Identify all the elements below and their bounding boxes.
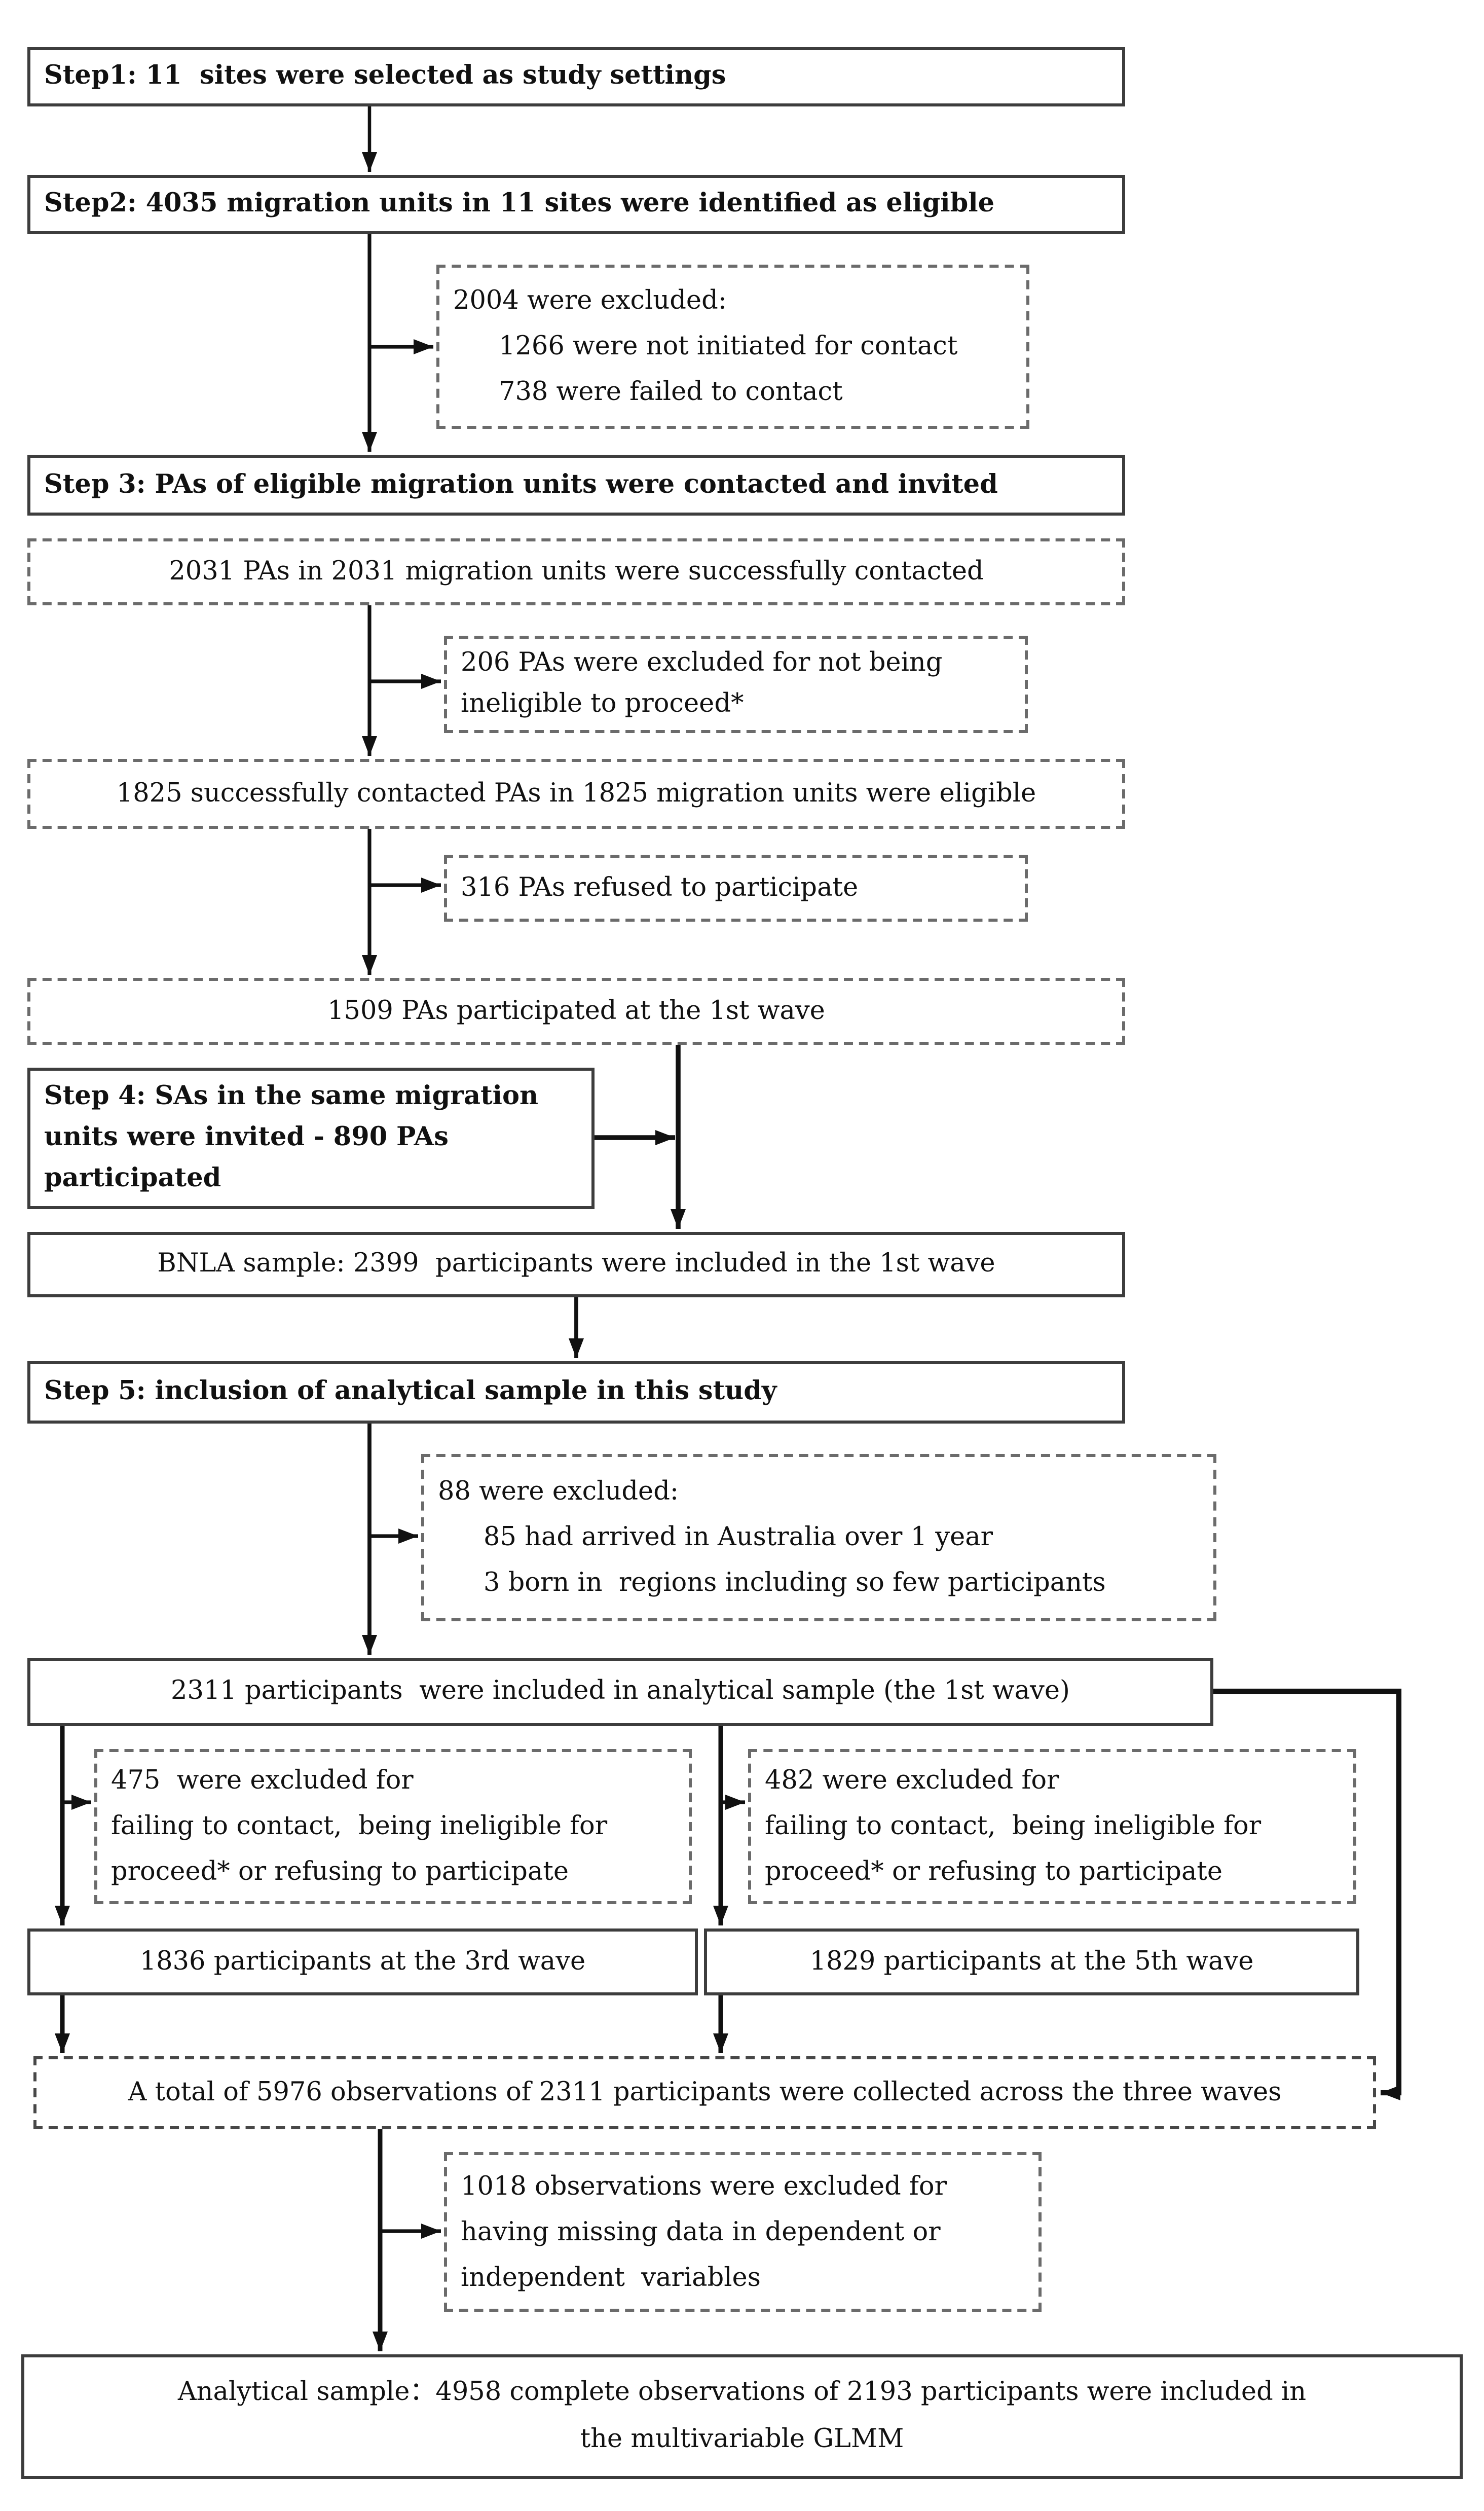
excluded-475-line: proceed* or refusing to participate bbox=[111, 1857, 569, 1887]
final-line: Analytical sample：4958 complete observat… bbox=[177, 2377, 1307, 2408]
excluded-206-line: ineligible to proceed* bbox=[461, 689, 744, 719]
excluded-1018-line: 1018 observations were excluded for bbox=[461, 2171, 947, 2202]
refused-316-box: 316 PAs refused to participate bbox=[444, 855, 1028, 922]
excluded-206-box: 206 PAs were excluded for not being inel… bbox=[444, 636, 1028, 733]
excluded-2004-item: 738 were failed to contact bbox=[499, 377, 843, 408]
excluded-475-box: 475 were excluded for failing to contact… bbox=[94, 1749, 692, 1904]
step3-box: Step 3: PAs of eligible migration units … bbox=[27, 455, 1125, 516]
excluded-1018-box: 1018 observations were excluded for havi… bbox=[444, 2152, 1042, 2312]
excluded-475-line: failing to contact, being ineligible for bbox=[111, 1811, 608, 1842]
excluded-1018-line: independent variables bbox=[461, 2262, 761, 2293]
eligible-1825-box: 1825 successfully contacted PAs in 1825 … bbox=[27, 759, 1125, 829]
wave5-1829-box: 1829 participants at the 5th wave bbox=[704, 1928, 1359, 1995]
final-line: the multivariable GLMM bbox=[580, 2424, 904, 2455]
step5-box: Step 5: inclusion of analytical sample i… bbox=[27, 1361, 1125, 1424]
excluded-88-intro: 88 were excluded: bbox=[438, 1477, 679, 1507]
excluded-1018-line: having missing data in dependent or bbox=[461, 2216, 941, 2247]
excluded-475-line: 475 were excluded for bbox=[111, 1766, 414, 1796]
excluded-88-item: 85 had arrived in Australia over 1 year bbox=[484, 1522, 993, 1553]
analytical-2311-box: 2311 participants were included in analy… bbox=[27, 1658, 1213, 1726]
total-5976-box: A total of 5976 observations of 2311 par… bbox=[33, 2056, 1376, 2129]
bnla-sample-box: BNLA sample: 2399 participants were incl… bbox=[27, 1232, 1125, 1297]
wave3-1836-box: 1836 participants at the 3rd wave bbox=[27, 1928, 698, 1995]
excluded-2004-intro: 2004 were excluded: bbox=[453, 286, 727, 316]
excluded-88-box: 88 were excluded: 85 had arrived in Aust… bbox=[421, 1454, 1216, 1621]
wave1-1509-box: 1509 PAs participated at the 1st wave bbox=[27, 978, 1125, 1045]
excluded-206-line: 206 PAs were excluded for not being bbox=[461, 648, 943, 678]
excluded-88-item: 3 born in regions including so few parti… bbox=[484, 1568, 1106, 1598]
step4-box: Step 4: SAs in the same migration units … bbox=[27, 1068, 595, 1209]
excluded-482-line: 482 were excluded for bbox=[765, 1766, 1059, 1796]
final-analytical-sample-box: Analytical sample：4958 complete observat… bbox=[21, 2354, 1463, 2479]
excluded-482-line: proceed* or refusing to participate bbox=[765, 1857, 1223, 1887]
excluded-2004-item: 1266 were not initiated for contact bbox=[499, 332, 958, 362]
step1-box: Step1: 11 sites were selected as study s… bbox=[27, 47, 1125, 106]
contacted-2031-box: 2031 PAs in 2031 migration units were su… bbox=[27, 538, 1125, 605]
excluded-482-box: 482 were excluded for failing to contact… bbox=[748, 1749, 1356, 1904]
excluded-2004-box: 2004 were excluded: 1266 were not initia… bbox=[436, 265, 1029, 429]
step2-box: Step2: 4035 migration units in 11 sites … bbox=[27, 175, 1125, 234]
excluded-482-line: failing to contact, being ineligible for bbox=[765, 1811, 1262, 1842]
